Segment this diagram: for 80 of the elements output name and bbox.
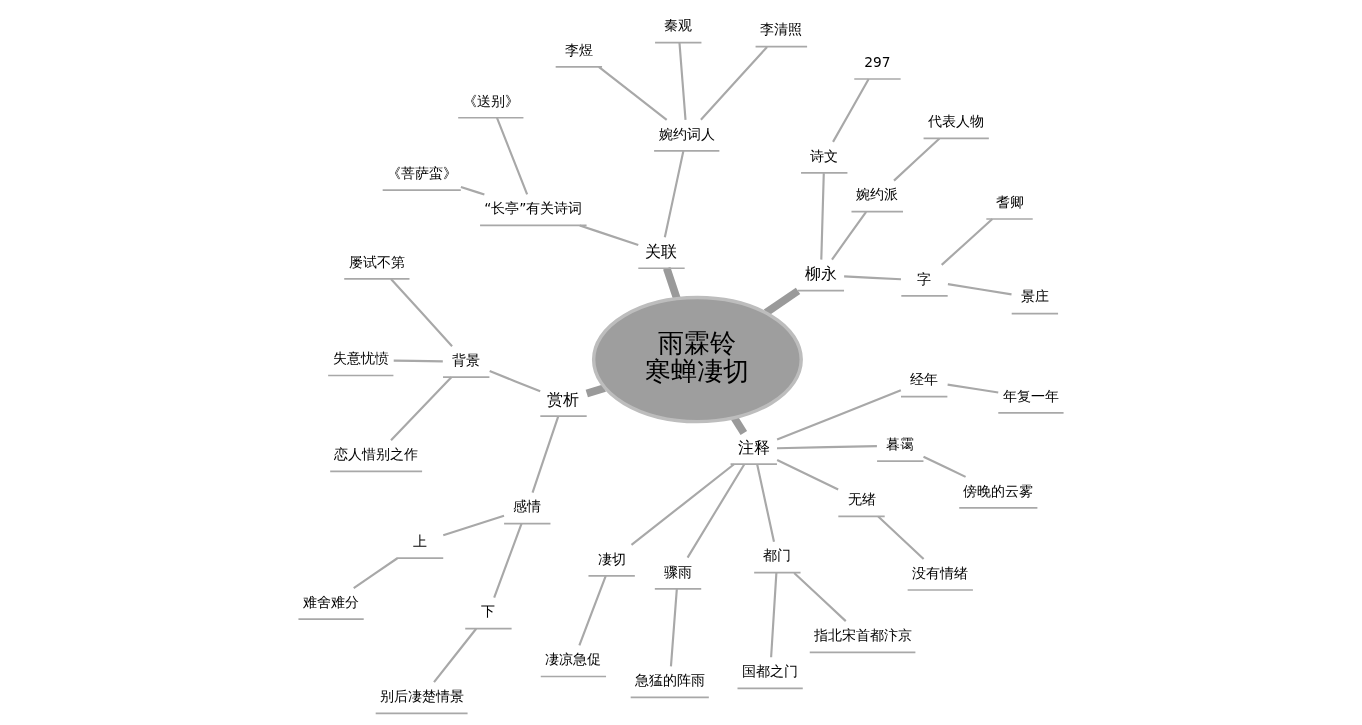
connector: [877, 515, 925, 560]
connector: [669, 588, 678, 667]
connector: [663, 267, 681, 300]
node-text: 难舍难分: [303, 594, 360, 611]
node-text: 凄凉急促: [545, 651, 602, 668]
node-text: 字: [917, 270, 932, 287]
connector: [496, 117, 529, 195]
node-text: 李煜: [564, 41, 593, 58]
connector: [598, 66, 668, 121]
connector: [578, 575, 607, 646]
node-text: 急猛的阵雨: [634, 672, 705, 689]
node-text: 屡试不第: [348, 253, 405, 270]
node-text: 关联: [645, 241, 678, 261]
node-text: 暮霭: [886, 435, 915, 452]
node-text: 柳永: [804, 264, 837, 284]
connector: [756, 464, 776, 542]
node-text: 失意忧愤: [332, 350, 389, 367]
node-text: 背景: [452, 351, 481, 368]
connector: [832, 78, 870, 143]
connector: [390, 376, 453, 442]
node-text: 经年: [910, 371, 939, 388]
node-text: 赏析: [547, 389, 580, 409]
connector: [460, 186, 485, 196]
node-text: 没有情绪: [912, 564, 969, 581]
connector: [630, 463, 735, 546]
connector: [947, 383, 999, 394]
node-text: 注释: [737, 437, 770, 457]
connector: [776, 445, 877, 450]
connector: [678, 42, 687, 120]
node-text: 秦观: [664, 17, 693, 34]
node-text: 上: [413, 532, 428, 549]
node-text: 李清照: [760, 21, 803, 38]
node-text: 别后凄楚情景: [379, 688, 464, 705]
connector: [700, 46, 768, 121]
node-text: “长亭”有关诗词: [484, 200, 583, 217]
connector: [390, 278, 453, 347]
node-text: 凄切: [597, 550, 626, 567]
connector: [489, 370, 541, 393]
connector: [763, 287, 801, 316]
connector: [831, 211, 867, 261]
connector: [493, 523, 523, 598]
node-text: 都门: [763, 547, 792, 564]
connector: [579, 224, 639, 247]
node-text: 感情: [513, 498, 542, 515]
connector: [686, 463, 746, 559]
node-text: 下: [481, 603, 496, 620]
connector: [776, 389, 902, 441]
node-ellipse: 雨霖铃 寒蝉凄切: [591, 295, 803, 424]
node-text: 《菩萨蛮》: [386, 164, 457, 181]
connector: [776, 459, 839, 491]
connector: [893, 137, 941, 182]
connector: [353, 557, 398, 590]
connector: [844, 275, 901, 281]
connector: [923, 455, 967, 478]
node-text: 傍晚的云雾: [963, 482, 1034, 499]
connector: [941, 218, 994, 266]
connector: [393, 359, 443, 363]
node-text: 指北宋首都汴京: [813, 627, 912, 644]
connector: [433, 628, 477, 683]
node-text: 骤雨: [664, 563, 693, 580]
node-text: 《送别》: [462, 92, 519, 109]
connector: [531, 415, 560, 493]
node-text: 婉约词人: [658, 125, 715, 142]
connector: [442, 514, 505, 537]
node-text: 年复一年: [1002, 387, 1059, 404]
connector: [793, 572, 847, 622]
connector: [663, 150, 685, 238]
node-text: 代表人物: [928, 113, 985, 130]
node-text: 婉约派: [856, 186, 899, 203]
node-text: 297: [864, 53, 891, 70]
node-text: 国都之门: [742, 663, 799, 680]
node-text: 景庄: [1020, 288, 1049, 305]
node-text: 恋人惜别之作: [334, 446, 419, 463]
connector: [947, 283, 1012, 296]
node-text: 无绪: [847, 491, 876, 508]
connector: [820, 173, 825, 260]
connector: [585, 384, 606, 398]
node-text: 耆卿: [995, 193, 1024, 210]
connector: [770, 572, 778, 658]
node-text: 诗文: [810, 147, 839, 164]
